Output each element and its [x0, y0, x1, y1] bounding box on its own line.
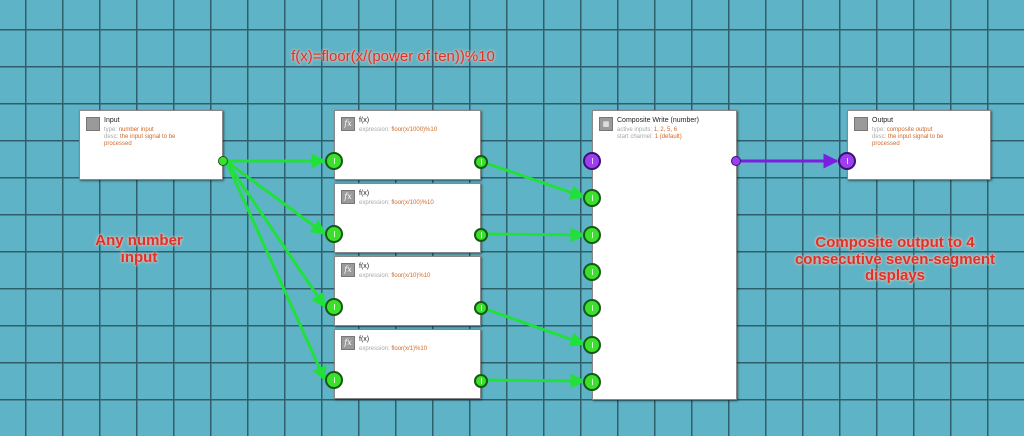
- composite-input-port-5[interactable]: [583, 299, 601, 317]
- composite-write-icon: ▦: [599, 117, 613, 131]
- wire-fx4-to-composite-in7: [479, 373, 586, 389]
- node-expression: expression: floor(x/1)%10: [359, 346, 428, 352]
- node-title: Output: [872, 117, 894, 124]
- composite-input-port-6[interactable]: [583, 336, 601, 354]
- node-expression: expression: floor(x/1000)%10: [359, 127, 438, 133]
- node-title: f(x): [359, 263, 370, 270]
- node-title: f(x): [359, 336, 370, 343]
- node-expression: expression: floor(x/10)%10: [359, 273, 431, 279]
- node-type-line: type: number input: [104, 127, 154, 133]
- composite-input-port-2[interactable]: [583, 189, 601, 207]
- node-active-inputs: active inputs: 1, 2, 5, 6: [617, 127, 678, 133]
- fx-node-4[interactable]: fx f(x) expression: floor(x/1)%10: [334, 329, 481, 399]
- fx1-output-port[interactable]: [474, 155, 488, 169]
- node-title: Input: [104, 117, 120, 124]
- node-title: Composite Write (number): [617, 117, 699, 124]
- wire-fx2-to-composite-in3: [479, 227, 586, 243]
- fx3-input-port[interactable]: [325, 298, 343, 316]
- output-square-icon: [854, 117, 868, 131]
- composite-output-port[interactable]: [731, 156, 741, 166]
- input-square-icon: [86, 117, 100, 131]
- node-type-line: type: composite output: [872, 127, 933, 133]
- fx-node-1[interactable]: fx f(x) expression: floor(x/1000)%10: [334, 110, 481, 180]
- composite-input-port-1[interactable]: [583, 152, 601, 170]
- composite-write-node[interactable]: ▦ Composite Write (number) active inputs…: [592, 110, 737, 400]
- node-expression: expression: floor(x/100)%10: [359, 200, 434, 206]
- fx-icon: fx: [341, 263, 355, 277]
- node-start-channel: start channel: 1 (default): [617, 134, 682, 140]
- fx-icon: fx: [341, 117, 355, 131]
- right-annotation: Composite output to 4 consecutive seven-…: [794, 234, 996, 284]
- fx2-output-port[interactable]: [474, 228, 488, 242]
- left-annotation: Any number input: [95, 232, 183, 266]
- node-desc-line: desc: the input signal to be processed: [872, 134, 944, 147]
- node-desc-line: desc: the input signal to be processed: [104, 134, 176, 147]
- wire-input-to-fx3: [224, 160, 327, 309]
- fx1-input-port[interactable]: [325, 152, 343, 170]
- composite-input-port-4[interactable]: [583, 263, 601, 281]
- wire-input-to-fx4: [224, 160, 327, 382]
- fx-icon: fx: [341, 336, 355, 350]
- wire-input-to-fx2: [225, 159, 327, 236]
- fx3-output-port[interactable]: [474, 301, 488, 315]
- fx-icon: fx: [341, 190, 355, 204]
- fx2-input-port[interactable]: [325, 225, 343, 243]
- wire-fx3-to-composite-in6: [479, 305, 586, 347]
- wire-fx1-to-composite-in2: [479, 159, 586, 200]
- input-node[interactable]: Input type: number input desc: the input…: [79, 110, 223, 180]
- output-node[interactable]: Output type: composite output desc: the …: [847, 110, 991, 180]
- input-output-port[interactable]: [218, 156, 228, 166]
- formula-annotation: f(x)=floor(x/(power of ten))%10: [291, 48, 495, 65]
- node-title: f(x): [359, 190, 370, 197]
- fx-node-3[interactable]: fx f(x) expression: floor(x/10)%10: [334, 256, 481, 326]
- fx4-input-port[interactable]: [325, 371, 343, 389]
- node-title: f(x): [359, 117, 370, 124]
- fx4-output-port[interactable]: [474, 374, 488, 388]
- composite-input-port-7[interactable]: [583, 373, 601, 391]
- composite-input-port-3[interactable]: [583, 226, 601, 244]
- fx-node-2[interactable]: fx f(x) expression: floor(x/100)%10: [334, 183, 481, 253]
- output-input-port[interactable]: [838, 152, 856, 170]
